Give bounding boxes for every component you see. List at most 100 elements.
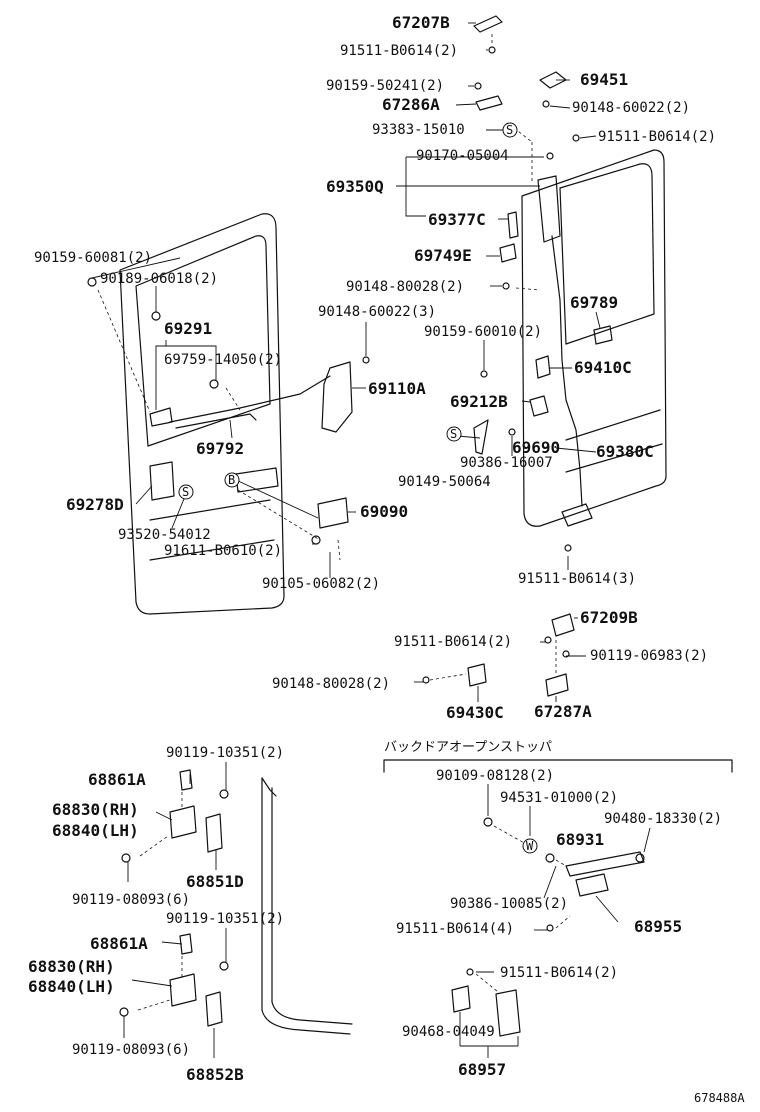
label-90159-60010: 90159-60010(2) xyxy=(424,324,543,340)
label-69690: 69690 xyxy=(512,438,561,457)
label-68957: 68957 xyxy=(458,1060,507,1079)
label-94531-01000: 94531-01000(2) xyxy=(500,790,619,806)
marker-circle-s2 xyxy=(178,484,194,500)
part-68957-bracket xyxy=(495,989,521,1037)
part-69212B-shape xyxy=(529,395,549,417)
screw-o xyxy=(562,650,570,658)
marker-b: B xyxy=(228,473,236,487)
label-67209B: 67209B xyxy=(580,608,638,627)
label-68840-lh: 68840(LH) xyxy=(28,977,115,996)
label-90159-50241: 90159-50241(2) xyxy=(326,78,445,94)
label-90119-08093-6: 90119-08093(6) xyxy=(72,892,191,908)
label-90480-18330: 90480-18330(2) xyxy=(604,811,723,827)
label-90148-60022-3: 90148-60022(3) xyxy=(318,304,437,320)
label-69377C: 69377C xyxy=(428,210,486,229)
screw-s xyxy=(219,961,229,971)
part-69792-shape xyxy=(175,413,257,429)
screw-i xyxy=(209,379,219,389)
marker-circle-s1 xyxy=(502,122,518,138)
leader-lines xyxy=(91,22,651,1058)
screw-x xyxy=(466,968,474,976)
screw-h xyxy=(508,428,516,436)
part-67207B-shape xyxy=(473,15,503,33)
screw-w xyxy=(546,924,554,932)
part-69090-shape xyxy=(317,497,349,529)
screw-p xyxy=(422,676,430,684)
label-69380C: 69380C xyxy=(596,442,654,461)
label-68861A: 68861A xyxy=(88,770,146,789)
label-90386-10085: 90386-10085(2) xyxy=(450,896,569,912)
label-90109-08128: 90109-08128(2) xyxy=(436,768,555,784)
part-69430C-shape xyxy=(467,663,487,687)
label-69430C: 69430C xyxy=(446,703,504,722)
nut-b xyxy=(545,853,555,863)
part-69789-shape xyxy=(593,325,613,345)
label-90148-80028-2: 90148-80028(2) xyxy=(272,676,391,692)
label-68852B: 68852B xyxy=(186,1065,244,1084)
label-90119-10351-2: 90119-10351(2) xyxy=(166,745,285,761)
label-68861A: 68861A xyxy=(90,934,148,953)
part-69410C-shape xyxy=(535,355,551,379)
screw-n xyxy=(544,636,552,644)
marker-circle-w1 xyxy=(522,838,538,854)
section-title-back-door-open-stopper: バックドアオープンストッパ xyxy=(384,740,552,755)
part-67209B-shape xyxy=(551,613,575,637)
nut-a xyxy=(546,152,554,160)
screw-v xyxy=(635,853,645,863)
rod-left xyxy=(169,375,331,423)
label-91511-B0614-3: 91511-B0614(3) xyxy=(518,571,637,587)
label-69278D: 69278D xyxy=(66,495,124,514)
part-68955-shape xyxy=(575,873,609,897)
assembly-lines xyxy=(97,34,571,1011)
marker-s: S xyxy=(450,427,458,441)
label-91511-B0614-2: 91511-B0614(2) xyxy=(394,634,513,650)
hinge-door-edge xyxy=(261,777,353,1035)
label-69792: 69792 xyxy=(196,439,245,458)
label-93383-15010: 93383-15010 xyxy=(372,122,465,138)
label-90148-60022-2: 90148-60022(2) xyxy=(572,100,691,116)
screw-j xyxy=(362,356,370,364)
part-68852B-shape xyxy=(205,991,223,1027)
part-69749E-shape xyxy=(499,243,517,263)
label-90105-06082: 90105-06082(2) xyxy=(262,576,381,592)
label-91511-B0614-2: 91511-B0614(2) xyxy=(340,43,459,59)
part-67286A-shape xyxy=(475,95,503,111)
marker-s: S xyxy=(182,485,190,499)
label-91611-B0610: 91611-B0610(2) xyxy=(164,543,283,559)
part-68830-shape-a xyxy=(169,805,197,839)
screw-c xyxy=(542,100,550,108)
screw-a xyxy=(488,46,496,54)
label-90119-08093-6: 90119-08093(6) xyxy=(72,1042,191,1058)
left-door-panel xyxy=(119,213,285,615)
part-69291-shape xyxy=(149,407,173,427)
screw-t xyxy=(119,1007,129,1017)
label-68955: 68955 xyxy=(634,917,683,936)
screw-d xyxy=(572,134,580,142)
part-68957-shape xyxy=(451,985,471,1013)
right-door-panel xyxy=(521,149,667,527)
label-67286A: 67286A xyxy=(382,95,440,114)
screw-u xyxy=(483,817,493,827)
marker-circle-b1 xyxy=(224,472,240,488)
label-69410C: 69410C xyxy=(574,358,632,377)
marker-w: W xyxy=(526,839,534,853)
label-67207B: 67207B xyxy=(392,13,450,32)
screw-q xyxy=(219,789,229,799)
screw-b xyxy=(474,82,482,90)
label-69749E: 69749E xyxy=(414,246,472,265)
label-69291: 69291 xyxy=(164,319,213,338)
part-68861A-shape-a xyxy=(179,769,193,791)
screw-r xyxy=(121,853,131,863)
trim-plate xyxy=(235,467,279,493)
label-90119-06983: 90119-06983(2) xyxy=(590,648,709,664)
part-69380C-shape xyxy=(561,503,593,527)
part-68830-shape-b xyxy=(169,973,197,1007)
marker-s: S xyxy=(506,123,514,137)
part-69350Q-shape xyxy=(537,175,561,243)
label-69212B: 69212B xyxy=(450,392,508,411)
label-90468-04049: 90468-04049 xyxy=(402,1024,495,1040)
label-90159-60081: 90159-60081(2) xyxy=(34,250,153,266)
screw-e xyxy=(564,544,572,552)
